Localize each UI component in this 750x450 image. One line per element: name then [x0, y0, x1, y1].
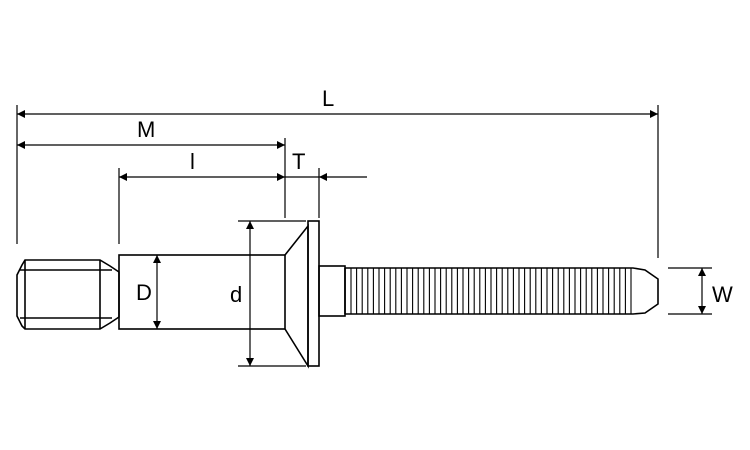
countersunk-head — [284, 223, 309, 369]
label-T: T — [292, 149, 305, 174]
label-D: D — [136, 280, 152, 305]
label-d: d — [230, 282, 242, 307]
thread-lines — [350, 268, 632, 314]
label-L: L — [322, 86, 334, 111]
label-M: M — [137, 117, 155, 142]
label-l: l — [190, 149, 195, 174]
sleeve-shank — [118, 254, 286, 330]
head-flange — [307, 220, 320, 367]
label-W: W — [712, 282, 733, 307]
collar — [318, 265, 346, 317]
mandrel-body — [345, 267, 659, 315]
